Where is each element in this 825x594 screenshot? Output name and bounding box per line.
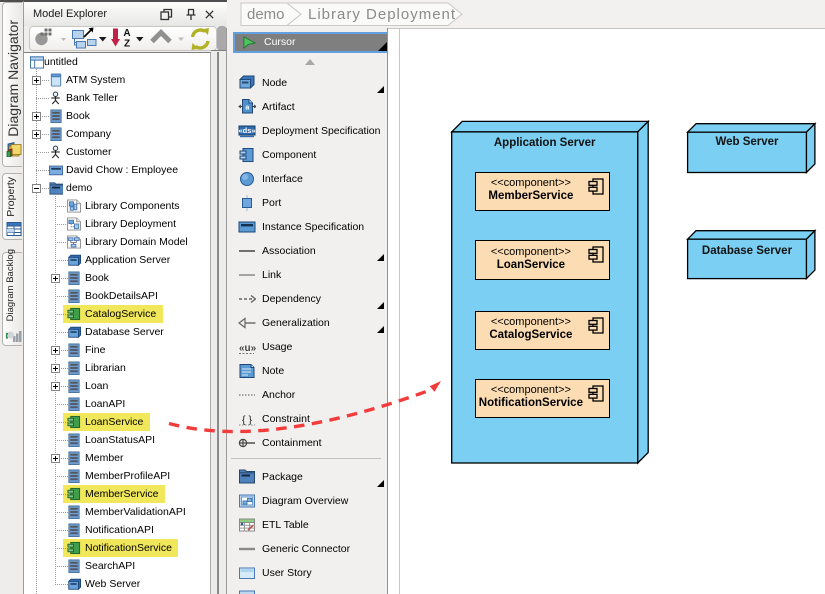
svg-text:A: A	[123, 28, 130, 39]
svg-text:Z: Z	[124, 39, 130, 50]
svg-text:{ }: { }	[242, 414, 252, 426]
svg-text:«ds»: «ds»	[238, 126, 255, 135]
svg-text:a: a	[245, 105, 249, 112]
svg-text:«u»: «u»	[239, 343, 256, 354]
svg-text:Library Deployment: Library Deployment	[308, 6, 456, 23]
svg-text:demo: demo	[247, 6, 285, 23]
